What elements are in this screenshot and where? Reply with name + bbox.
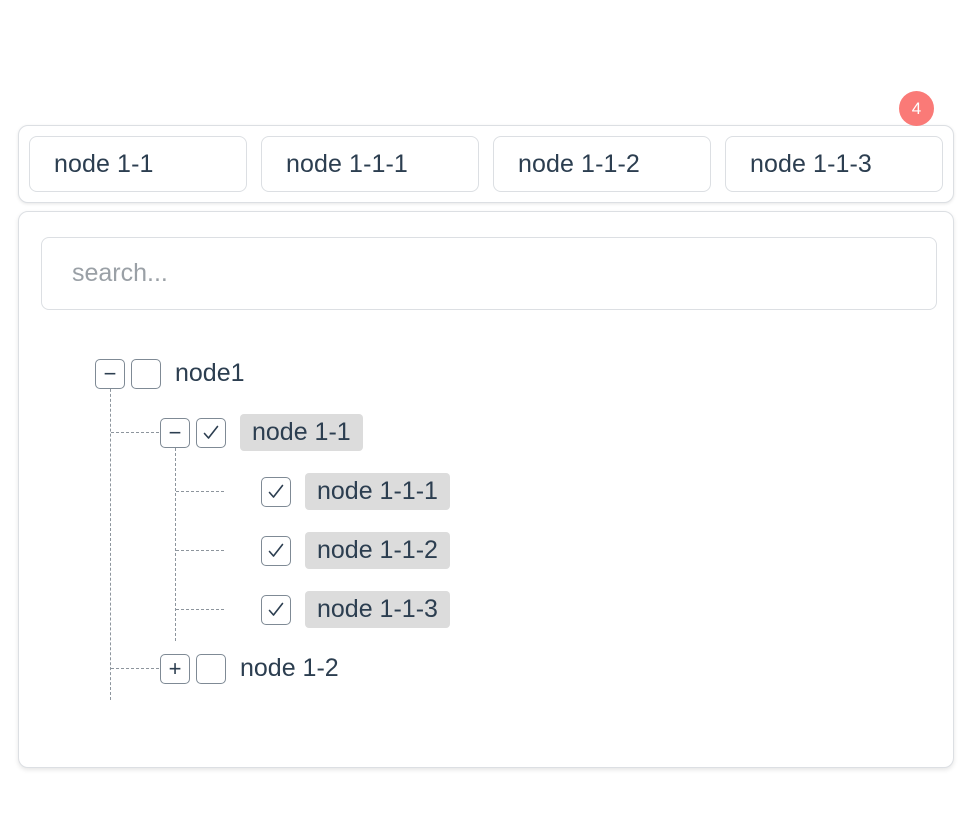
node-checkbox[interactable]	[261, 535, 291, 566]
tree-indent-spacer	[225, 595, 255, 625]
expand-collapse-toggle-icon[interactable]: +	[160, 653, 190, 684]
tree-view: − node1 − node 1-1 node 1-1-1	[19, 344, 953, 700]
tree-row[interactable]: node 1-1-3	[19, 580, 953, 639]
tree-connector-horizontal	[176, 491, 224, 492]
tree-row[interactable]: − node 1-1	[19, 403, 953, 462]
selection-count-badge: 4	[899, 91, 934, 126]
tree-row[interactable]: node 1-1-1	[19, 462, 953, 521]
checkmark-icon	[268, 484, 284, 498]
tree-node-label[interactable]: node 1-2	[240, 654, 339, 682]
node-checkbox[interactable]	[261, 594, 291, 625]
selected-tag-chip[interactable]: node 1-1-2	[493, 136, 711, 192]
tree-row[interactable]: − node1	[19, 344, 953, 403]
tree-indent-spacer	[225, 477, 255, 507]
tree-indent-spacer	[225, 536, 255, 566]
checkmark-icon	[203, 425, 219, 439]
tree-row[interactable]: node 1-1-2	[19, 521, 953, 580]
node-checkbox[interactable]	[196, 417, 226, 448]
tree-panel: − node1 − node 1-1 node 1-1-1	[18, 211, 954, 768]
tree-node-label[interactable]: node1	[175, 359, 245, 387]
tree-connector-horizontal	[176, 609, 224, 610]
selected-tag-chip[interactable]: node 1-1	[29, 136, 247, 192]
node-checkbox[interactable]	[131, 358, 161, 389]
tree-connector-horizontal	[176, 550, 224, 551]
selected-tag-chip[interactable]: node 1-1-3	[725, 136, 943, 192]
expand-collapse-toggle-icon[interactable]: −	[95, 358, 125, 389]
tree-node-label[interactable]: node 1-1	[240, 414, 363, 451]
tree-node-label[interactable]: node 1-1-2	[305, 532, 450, 569]
search-input[interactable]	[41, 237, 937, 310]
tree-node-label[interactable]: node 1-1-1	[305, 473, 450, 510]
node-checkbox[interactable]	[196, 653, 226, 684]
node-checkbox[interactable]	[261, 476, 291, 507]
selected-tags-bar: node 1-1 node 1-1-1 node 1-1-2 node 1-1-…	[18, 125, 954, 203]
checkmark-icon	[268, 602, 284, 616]
tree-connector-horizontal	[111, 668, 159, 669]
checkmark-icon	[268, 543, 284, 557]
tree-node-label[interactable]: node 1-1-3	[305, 591, 450, 628]
tree-row[interactable]: + node 1-2	[19, 639, 953, 698]
selected-tag-chip[interactable]: node 1-1-1	[261, 136, 479, 192]
tree-connector-horizontal	[111, 432, 159, 433]
expand-collapse-toggle-icon[interactable]: −	[160, 417, 190, 448]
